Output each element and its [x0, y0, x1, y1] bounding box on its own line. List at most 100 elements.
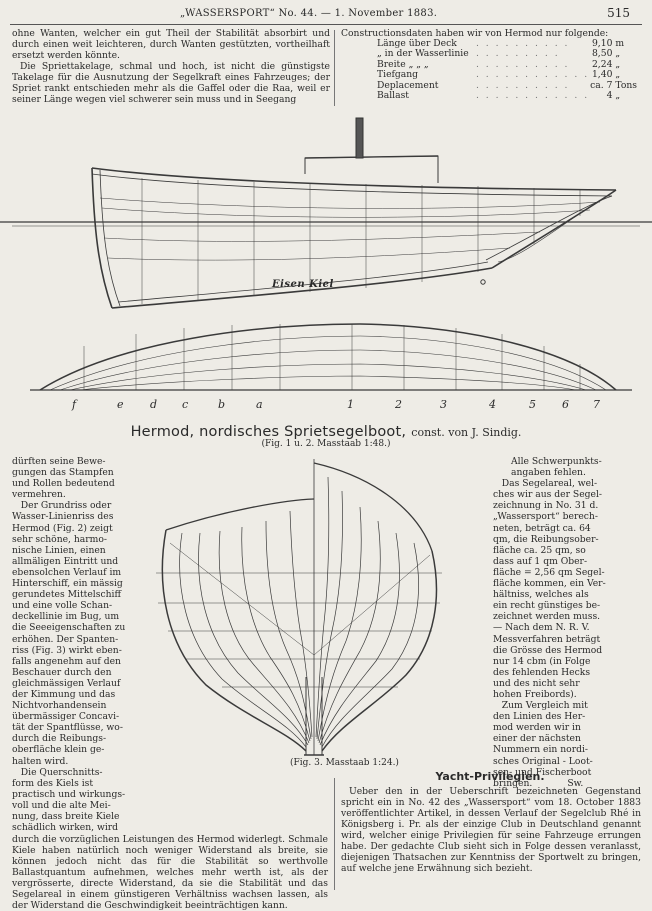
paragraph-text: durch die vorzüglichen Leistungen des He… — [12, 834, 328, 911]
spec-value: 9,10 — [591, 38, 613, 49]
spec-unit: „ — [615, 48, 621, 60]
text-line: oberfläche klein ge- — [12, 744, 105, 756]
station-label: b — [218, 398, 226, 411]
text-line: practisch und wirkungs- — [12, 788, 126, 800]
text-line: riss (Fig. 3) wirkt eben- — [12, 644, 122, 656]
text-line: bringen. Sw. — [493, 777, 584, 789]
text-line: voll und die alte Mei- — [12, 799, 111, 811]
column-divider — [334, 30, 335, 106]
running-head: „WASSERSPORT“ No. 44. — 1. November 1883… — [180, 8, 438, 19]
specs-table: Länge über Deck . . . . . . . . . . 9,10… — [377, 38, 637, 102]
spec-value: 1,40 — [591, 69, 613, 81]
title-author: const. von J. Sindig. — [411, 426, 522, 439]
text-line: Messverfahren beträgt — [493, 633, 601, 645]
text-line: „Wassersport“ berech- — [493, 511, 598, 523]
top-left-column: ohne Wanten, welcher ein gut Theil der S… — [12, 28, 330, 105]
text-line: und eine volle Schan- — [12, 600, 113, 612]
station-label: 3 — [440, 398, 447, 411]
spec-unit: m — [615, 38, 625, 49]
text-line: einer der nächsten — [493, 733, 581, 745]
text-line: ches wir aus der Segel- — [493, 489, 603, 501]
sheer-plan-figure — [0, 117, 652, 309]
spec-dots: . . . . . . . . . . — [475, 38, 570, 49]
text-line: und des nicht sehr — [493, 677, 580, 689]
page-number: 515 — [607, 6, 630, 20]
text-line: zeichnet werden muss. — [493, 611, 601, 623]
text-line: Wasser-Linienriss des — [12, 511, 114, 523]
text-line: übermässiger Concavi- — [12, 711, 120, 723]
text-line: gungen das Stampfen — [12, 467, 114, 479]
figure-scale-caption: (Fig. 1 u. 2. Masstaab 1:48.) — [261, 439, 391, 449]
page-header: „WASSERSPORT“ No. 44. — 1. November 1883… — [0, 6, 652, 25]
spec-label: Deplacement — [377, 79, 439, 91]
text-line: Zum Vergleich mit — [493, 700, 588, 712]
station-label: 2 — [395, 398, 402, 411]
text-line: Alle Schwerpunkts- — [511, 456, 602, 467]
paragraph-text: Ueber den in der Ueberschrift bezeichnet… — [341, 786, 641, 874]
section-heading: Yacht-Privilegien. — [435, 770, 545, 783]
specs-row: Länge über Deck . . . . . . . . . . 9,10… — [377, 38, 637, 49]
text-line: den Linien des Her- — [493, 711, 586, 723]
text-line: durch die Reibungs- — [12, 733, 107, 745]
text-line: nung, dass breite Kiele — [12, 811, 120, 822]
spec-label: Breite „ „ „ — [377, 58, 429, 70]
station-label: 4 — [489, 398, 496, 411]
specs-row: Deplacement . . . . . . . . . . ca. 7 To… — [377, 79, 637, 91]
text-line: erhöhen. Der Spanten- — [12, 633, 119, 645]
text-line: form des Kiels ist — [12, 777, 94, 789]
spec-unit: „ — [615, 90, 621, 102]
station-label: 5 — [529, 398, 536, 411]
keel-label: Eisen Kiel — [272, 279, 334, 290]
spec-dots: . . . . . . . . . . . . — [475, 69, 590, 81]
half-breadth-figure — [30, 323, 632, 391]
spec-dots: . . . . . . . . . . — [475, 58, 570, 70]
article-title: Hermod, nordisches Sprietsegelboot, cons… — [0, 421, 652, 440]
spec-label: Ballast — [377, 90, 409, 102]
text-line: die Seeeigenschaften zu — [12, 622, 126, 634]
station-label: 6 — [562, 398, 569, 411]
text-line: fläche = 2,56 qm Segel- — [493, 566, 605, 578]
text-line: fläche ca. 25 qm, so — [493, 544, 586, 556]
text-line: tät der Spantflüsse, wo- — [12, 722, 123, 734]
text-line: falls angenehm auf den — [12, 655, 121, 667]
text-line: schädlich wirken, wird — [12, 822, 119, 834]
text-line: hohen Freibords). — [493, 688, 577, 700]
text-line: dass auf 1 qm Ober- — [493, 555, 588, 567]
text-line: Der Grundriss oder — [12, 500, 112, 512]
spec-label: „ in der Wasserlinie — [377, 48, 469, 60]
spec-label: Tiefgang — [377, 69, 419, 81]
figure3-caption: (Fig. 3. Masstaab 1:24.) — [290, 758, 399, 768]
text-line: der Kimmung und das — [12, 688, 116, 700]
spec-value: ca. 7 — [590, 79, 613, 91]
title-main: Hermod, nordisches Sprietsegelboot, — [130, 424, 407, 440]
text-line: Beschauer durch den — [12, 666, 112, 678]
text-line: Hermod (Fig. 2) zeigt — [12, 522, 113, 534]
column-divider — [334, 778, 335, 890]
text-line: halten wird. — [12, 755, 69, 767]
text-line: allmäligen Eintritt und — [12, 555, 119, 567]
spec-unit: Tons — [615, 79, 637, 91]
spec-dots: . . . . . . . . . . . . — [475, 90, 590, 102]
specs-row: „ in der Wasserlinie . . . . . . . . . 8… — [377, 48, 637, 60]
text-line: Das Segelareal, wel- — [493, 478, 598, 490]
spec-value: 2,24 — [591, 58, 613, 70]
text-line: gleichmässigen Verlauf — [12, 677, 121, 689]
specs-block: Constructionsdaten haben wir von Hermod … — [341, 28, 637, 101]
text-line: neten, beträgt ca. 64 — [493, 522, 591, 534]
station-label: d — [150, 398, 158, 411]
text-line: Die Querschnitts- — [12, 766, 103, 778]
yacht-paragraph: Ueber den in der Ueberschrift bezeichnet… — [341, 786, 641, 874]
specs-intro: Constructionsdaten haben wir von Hermod … — [341, 28, 609, 39]
text-line: sehr schöne, harmo- — [12, 533, 108, 545]
text-line: nische Linien, einen — [12, 544, 106, 556]
spec-dots: . . . . . . . . . — [475, 48, 560, 60]
text-line: ebensolchen Verlauf im — [12, 566, 122, 578]
spec-value: 8,50 — [591, 48, 613, 60]
text-line: nur 14 cbm (in Folge — [493, 655, 591, 667]
header-rule — [10, 24, 642, 25]
top-left-paragraph: Die Spriettakelage, schmal und hoch, ist… — [12, 61, 330, 105]
spec-value: 4 — [606, 90, 613, 102]
text-line: fläche kommen, ein Ver- — [493, 578, 606, 590]
text-line: vermehren. — [12, 489, 66, 501]
text-line: mod werden wir in — [493, 722, 581, 734]
